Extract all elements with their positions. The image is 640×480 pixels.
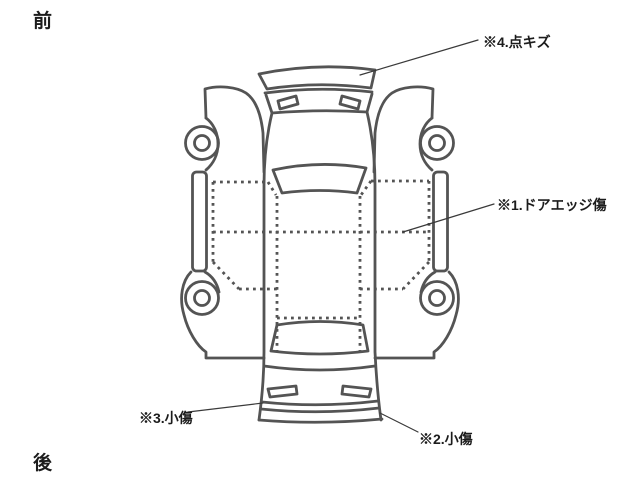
annotation-2-label: ※2.小傷 xyxy=(419,431,473,447)
rear-bumper-line-2 xyxy=(259,406,381,414)
taillight-left-icon xyxy=(266,384,299,399)
annotation-3-leader-line xyxy=(187,402,264,413)
rear-bumper-bottom xyxy=(257,417,384,424)
wheel-front-right-hub-icon xyxy=(428,134,446,152)
wheel-rear-right-icon xyxy=(419,280,455,316)
door-left xyxy=(203,85,266,174)
body-edge-right xyxy=(365,110,383,422)
door-right xyxy=(372,85,435,174)
car-front-section xyxy=(257,65,377,195)
car-wheels xyxy=(184,125,455,316)
body-edge-left xyxy=(257,111,274,422)
annotation-4-label: ※4.点キズ xyxy=(483,34,551,50)
annotation-4-leader-line xyxy=(359,39,479,76)
front-bumper-lip xyxy=(263,87,374,95)
leader-lines xyxy=(187,39,495,433)
front-orientation-label: 前 xyxy=(33,11,53,32)
rear-quarter-left xyxy=(180,270,266,360)
front-bumper xyxy=(257,65,377,91)
dashed-corner-left xyxy=(266,181,278,196)
windshield xyxy=(271,163,368,195)
wheel-rear-left-icon xyxy=(184,280,220,316)
taillight-right-icon xyxy=(340,384,373,399)
wheel-front-left-icon xyxy=(184,125,220,161)
car-doors xyxy=(203,85,435,174)
headlight-right-icon xyxy=(338,94,362,111)
annotation-3-label: ※3.小傷 xyxy=(139,410,193,426)
wheel-front-left-hub-icon xyxy=(193,134,211,152)
annotation-1-label: ※1.ドアエッジ傷 xyxy=(497,197,607,213)
wheel-rear-left-hub-icon xyxy=(193,289,211,307)
trunk-line xyxy=(262,364,377,372)
front-fender-arch-left xyxy=(204,116,220,172)
rear-orientation-label: 後 xyxy=(33,453,53,474)
rear-bumper-line-1 xyxy=(260,399,380,407)
rocker-sill-left xyxy=(191,170,208,273)
rear-quarter-right xyxy=(373,270,460,360)
headlight-left-icon xyxy=(276,94,300,111)
car-roof-dashed-outline xyxy=(211,179,431,352)
wheel-rear-right-hub-icon xyxy=(428,289,446,307)
car-body-sides xyxy=(257,110,383,422)
annotation-2-leader-line xyxy=(379,412,419,433)
annotation-1-leader-line xyxy=(402,203,495,233)
headlight-panel xyxy=(264,92,374,115)
rear-arch-inner-left xyxy=(203,270,221,294)
dashed-corner-right xyxy=(359,180,373,196)
rear-window xyxy=(269,320,370,356)
wheel-front-right-icon xyxy=(419,125,455,161)
car-rear-section xyxy=(257,320,384,424)
rocker-sill-right xyxy=(432,170,449,273)
